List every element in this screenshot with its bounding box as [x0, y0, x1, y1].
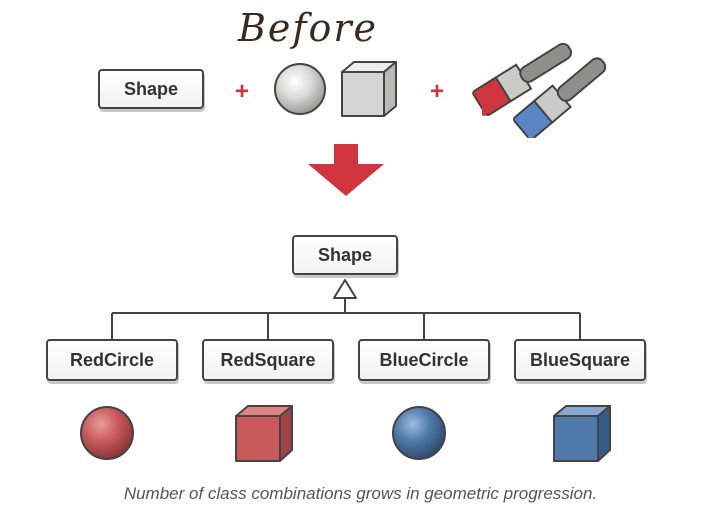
bluecircle-label: BlueCircle — [379, 349, 469, 370]
bluesquare-label: BlueSquare — [529, 349, 631, 370]
paint-brushes-icon — [472, 42, 607, 138]
shape-parent-label: Shape — [317, 244, 373, 265]
blue-sphere-icon — [392, 406, 446, 460]
shape-class-label: Shape — [123, 78, 179, 99]
bluesquare-class-box: BlueSquare — [514, 339, 646, 381]
before-heading: Before — [238, 6, 379, 50]
shape-class-box: Shape — [98, 69, 204, 109]
plus-sign: + — [235, 78, 250, 105]
gray-sphere-icon — [274, 63, 326, 115]
redcircle-label: RedCircle — [69, 349, 155, 370]
redsquare-class-box: RedSquare — [202, 339, 334, 381]
red-cube-icon — [235, 405, 293, 462]
inheritance-arrowhead — [333, 279, 357, 299]
shape-parent-box: Shape — [292, 235, 398, 275]
bluecircle-class-box: BlueCircle — [358, 339, 490, 381]
redsquare-label: RedSquare — [220, 349, 316, 370]
red-sphere-icon — [80, 406, 134, 460]
gray-cube-icon — [341, 61, 397, 117]
plus-sign: + — [430, 78, 445, 105]
down-arrow-icon — [308, 144, 384, 196]
blue-cube-icon — [553, 405, 611, 462]
redcircle-class-box: RedCircle — [46, 339, 178, 381]
figure-caption: Number of class combinations grows in ge… — [123, 484, 598, 503]
